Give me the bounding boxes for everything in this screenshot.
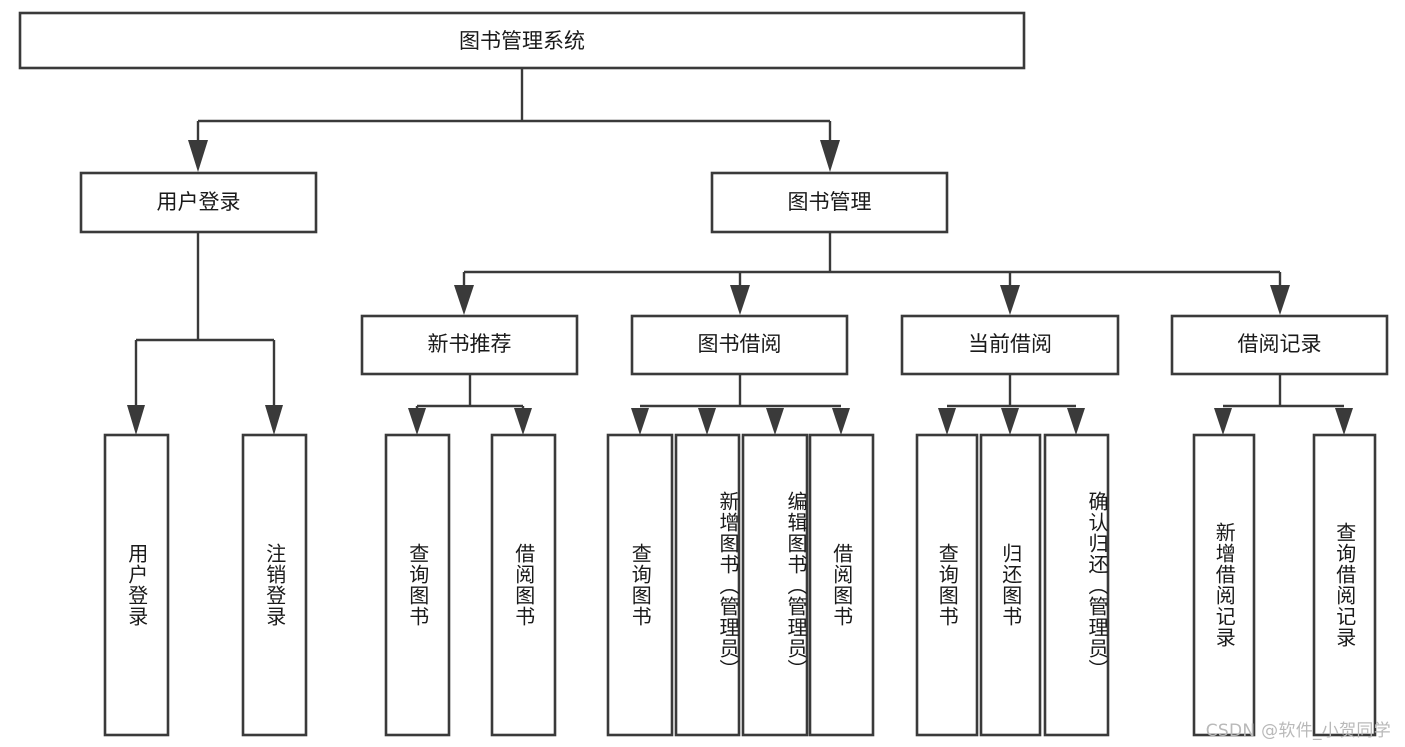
arrowhead-leaf-query-book-3: [938, 408, 956, 435]
node-box-leaf-query-book-1[interactable]: [384, 433, 451, 737]
arrowhead-new-book: [454, 285, 474, 315]
node-box-leaf-logout-login[interactable]: [241, 433, 308, 737]
node-label-book-manage: 图书管理: [788, 190, 872, 214]
node-box-leaf-query-book-3[interactable]: [915, 433, 979, 737]
node-label-book-borrow: 图书借阅: [698, 332, 782, 356]
node-box-leaf-add-record[interactable]: [1192, 433, 1256, 737]
node-box-current-borrow[interactable]: [900, 314, 1120, 376]
arrowhead-book-borrow: [730, 285, 750, 315]
node-label-user-login: 用户登录: [157, 190, 241, 214]
arrowhead-book-manage: [820, 140, 840, 172]
arrowhead-user-login: [188, 140, 208, 172]
connector-group-current-borrow: [938, 374, 1085, 435]
arrowhead-leaf-logout-login: [265, 405, 283, 435]
arrowhead-leaf-edit-book: [766, 408, 784, 435]
node-label-borrow-record: 借阅记录: [1238, 332, 1322, 356]
connector-group-borrow-record: [1214, 374, 1353, 435]
arrowhead-current-borrow: [1000, 285, 1020, 315]
node-box-book-borrow[interactable]: [630, 314, 849, 376]
node-box-user-login[interactable]: [79, 171, 318, 234]
arrowhead-leaf-query-book-2: [631, 408, 649, 435]
connector-group-book-borrow: [631, 374, 850, 435]
connector-group-new-book: [408, 374, 532, 435]
node-box-root[interactable]: [18, 11, 1026, 70]
connector-group-root: [188, 68, 840, 172]
node-box-leaf-add-book[interactable]: [674, 433, 741, 737]
arrowhead-leaf-query-book-1: [408, 408, 426, 435]
node-label-root: 图书管理系统: [459, 29, 585, 53]
node-box-leaf-borrow-book-1[interactable]: [490, 433, 557, 737]
node-box-leaf-query-book-2[interactable]: [606, 433, 674, 737]
arrowhead-leaf-query-record: [1335, 408, 1353, 435]
connector-group-user-login: [127, 232, 283, 435]
node-label-new-book-recommend: 新书推荐: [428, 332, 512, 356]
arrowhead-leaf-confirm-return: [1067, 408, 1085, 435]
arrowhead-leaf-user-login: [127, 405, 145, 435]
csdn-watermark: CSDN @软件_小贺同学: [1205, 721, 1391, 741]
node-box-leaf-query-record[interactable]: [1312, 433, 1377, 737]
arrowhead-leaf-return-book: [1001, 408, 1019, 435]
node-box-book-manage[interactable]: [710, 171, 949, 234]
node-box-new-book-recommend[interactable]: [360, 314, 579, 376]
node-box-borrow-record[interactable]: [1170, 314, 1389, 376]
arrowhead-borrow-record: [1270, 285, 1290, 315]
arrowhead-leaf-add-book: [698, 408, 716, 435]
node-label-current-borrow: 当前借阅: [968, 332, 1052, 356]
connector-group-book-manage: [454, 232, 1290, 315]
node-box-leaf-borrow-book-2[interactable]: [808, 433, 875, 737]
node-box-leaf-edit-book[interactable]: [741, 433, 809, 737]
node-box-leaf-user-login[interactable]: [103, 433, 170, 737]
arrowhead-leaf-borrow-book-1: [514, 408, 532, 435]
arrowhead-leaf-add-record: [1214, 408, 1232, 435]
node-box-leaf-return-book[interactable]: [979, 433, 1042, 737]
node-box-leaf-confirm-return[interactable]: [1043, 433, 1110, 737]
arrowhead-leaf-borrow-book-2: [832, 408, 850, 435]
